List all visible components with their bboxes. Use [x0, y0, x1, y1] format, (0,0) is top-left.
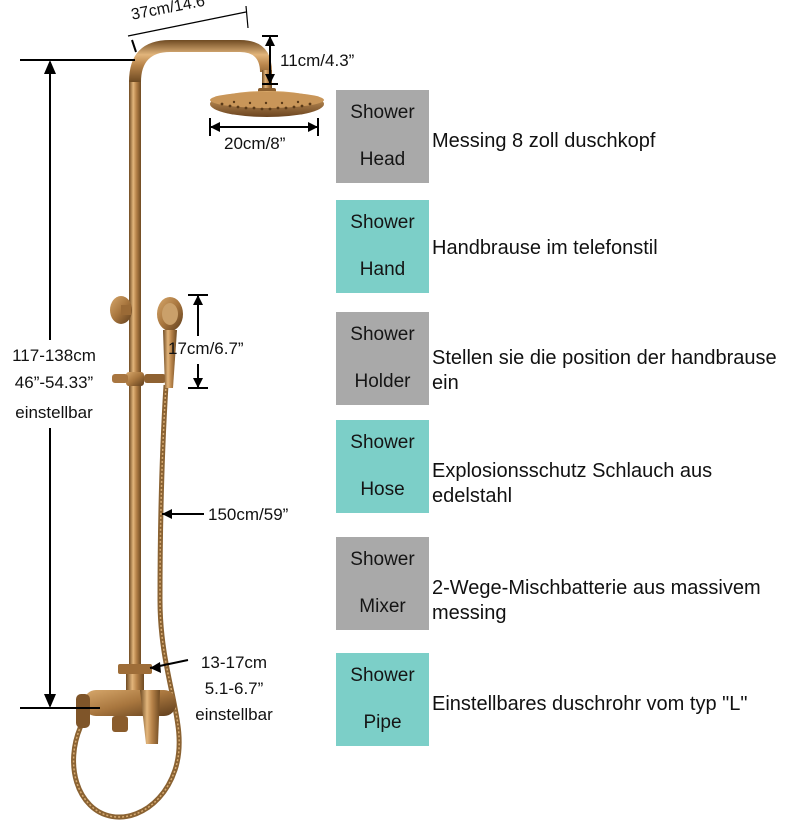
badge-shower-holder: Shower Holder — [336, 312, 429, 405]
slider-knob — [112, 374, 128, 383]
badge-shower-hand: Shower Hand — [336, 200, 429, 293]
description-shower-mixer: 2-Wege-Mischbatterie aus massivem messin… — [432, 577, 761, 624]
mixer-body — [84, 690, 176, 716]
spacing-label-line3: einstellbar — [195, 705, 273, 724]
badge-line1: Shower — [350, 324, 415, 346]
slider-holder — [126, 372, 144, 386]
bracket-arm-upper — [121, 305, 131, 315]
mixer-connector — [126, 674, 144, 690]
badge-line2: Head — [359, 148, 406, 170]
holder-clip — [144, 374, 166, 383]
description-shower-pipe: Einstellbares duschrohr vom typ "L" — [432, 693, 748, 715]
badge-line1: Shower — [350, 102, 415, 124]
badge-line2: Mixer — [359, 595, 406, 617]
description-shower-hand: Handbrause im telefonstil — [432, 237, 658, 259]
shower-head-rim — [210, 92, 324, 108]
badge-shower-pipe: Shower Pipe — [336, 653, 429, 746]
head-drop-label: 11cm/4.3” — [280, 51, 355, 70]
mixer-upper-coupling — [118, 664, 152, 674]
badge-shower-head: Shower Head — [336, 90, 429, 183]
height-label-line1: 117-138cm — [12, 346, 96, 365]
badge-line2: Hose — [360, 478, 405, 500]
badge-shower-hose: Shower Hose — [336, 420, 429, 513]
pipe-bend — [129, 40, 272, 82]
badge-line2: Hand — [359, 258, 406, 280]
mixer-wall-flange — [76, 694, 90, 728]
height-label-line2: 46”-54.33” — [14, 373, 94, 392]
description-shower-holder: Stellen sie die position der handbrause … — [432, 347, 777, 394]
shower-hose-highlight — [72, 384, 180, 818]
badge-line1: Shower — [350, 432, 415, 454]
hand-shower-face — [162, 303, 178, 325]
badge-line1: Shower — [350, 665, 415, 687]
badge-line1: Shower — [350, 549, 415, 571]
badge-shower-mixer: Shower Mixer — [336, 537, 429, 630]
height-label-line3: einstellbar — [15, 403, 93, 422]
badge-line2: Holder — [354, 370, 411, 392]
head-drop-pipe — [262, 70, 272, 92]
shower-head-nozzles — [220, 100, 312, 111]
dimension-arrowheads — [44, 36, 318, 708]
spacing-label-line2: 5.1-6.7” — [204, 679, 264, 698]
badge-line1: Shower — [350, 212, 415, 234]
hose-length-label: 150cm/59” — [208, 505, 289, 524]
hand-shower-handle — [163, 330, 177, 388]
mixer-spout — [112, 716, 128, 732]
mixer-lever — [140, 690, 160, 744]
handheld-length-label: 17cm/6.7” — [168, 339, 244, 358]
description-shower-hose: Explosionsschutz Schlauch aus edelstahl — [432, 460, 713, 507]
badge-line2: Pipe — [363, 711, 402, 733]
description-shower-head: Messing 8 zoll duschkopf — [432, 130, 656, 152]
head-diameter-label: 20cm/8” — [224, 134, 286, 153]
spacing-label-line1: 13-17cm — [200, 653, 268, 672]
